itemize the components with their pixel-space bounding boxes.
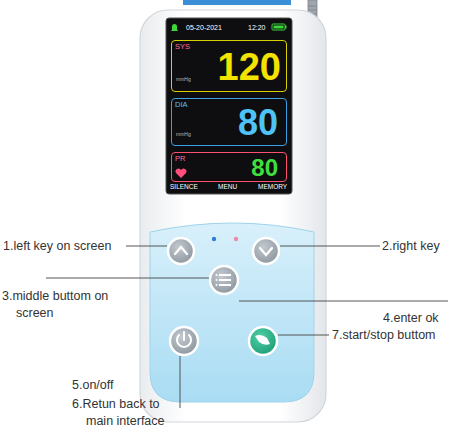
reading-panel: PR 80 <box>171 152 287 182</box>
screen-text: mmHg <box>176 132 191 137</box>
alarm-icon <box>171 24 178 31</box>
screen-display: 05-20-2021 12:20SILENCE MENU MEMORY SYS mmHg 1… <box>166 18 292 194</box>
indicator-light <box>234 237 238 241</box>
reading-panel: SYS mmHg 120 <box>171 40 287 92</box>
callout-label: 4.enter ok <box>383 310 447 327</box>
top-strip <box>183 0 291 5</box>
screen-text: 05-20-2021 <box>186 24 222 31</box>
callout-label: 6.Retun back to main interface <box>72 396 170 430</box>
callout-label: 1.left key on screen <box>3 238 128 255</box>
screen-text: 12:20 <box>248 24 266 31</box>
screen-text: SILENCE <box>170 184 198 191</box>
start-stop-key <box>249 327 277 355</box>
reading-value: 120 <box>218 48 281 86</box>
screen-text: mmHg <box>176 77 191 82</box>
callout-label: 7.start/stop buttom <box>332 327 448 344</box>
screen-text: PR <box>175 155 185 163</box>
callout-label: 3.middle buttom on screen <box>2 288 114 322</box>
power-key <box>170 327 198 355</box>
left-key <box>168 238 194 264</box>
keypad-panel <box>150 223 314 402</box>
indicator-light <box>212 237 216 241</box>
screen-text: MENU <box>218 184 237 191</box>
callout-label: 2.right key <box>382 238 448 255</box>
reading-panel: DIA mmHg 80 <box>171 98 287 146</box>
screen-text: SYS <box>175 43 190 51</box>
right-key <box>253 238 279 264</box>
callout-label: 5.on/off <box>72 377 172 394</box>
reading-value: 80 <box>251 156 278 180</box>
reading-value: 80 <box>238 105 278 141</box>
battery-icon <box>272 24 285 30</box>
screen-text: MEMORY <box>258 184 287 191</box>
screen-text: DIA <box>175 101 188 109</box>
heart-icon <box>176 169 187 178</box>
leader-lines <box>46 246 448 408</box>
device-body <box>140 10 326 422</box>
menu-key <box>210 266 238 294</box>
lcd-screen <box>166 18 292 194</box>
